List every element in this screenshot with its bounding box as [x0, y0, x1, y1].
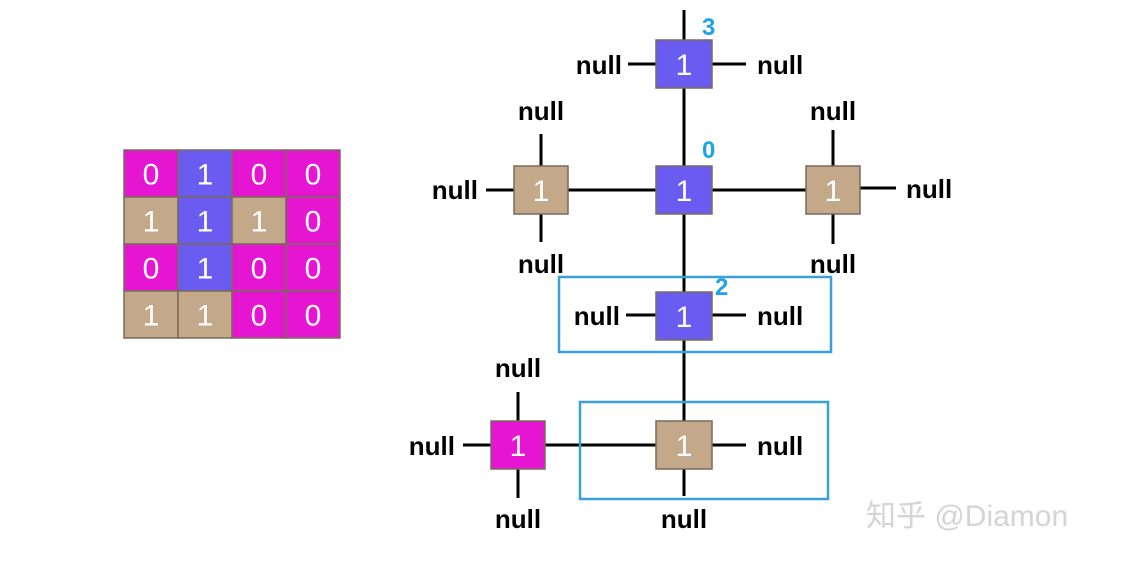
node-middle: 1 [655, 291, 713, 341]
null-label: null [757, 301, 803, 331]
graph-edges [463, 10, 896, 498]
index-label-center: 0 [702, 137, 715, 164]
grid-cell-value: 1 [251, 206, 268, 239]
grid-cell-value: 0 [143, 253, 160, 286]
grid-cell [285, 243, 341, 292]
null-label: null [495, 353, 541, 383]
grid-cell [123, 290, 179, 339]
node-bottom: 1 [655, 420, 713, 470]
grid-cell-value: 0 [251, 159, 268, 192]
null-label: null [576, 50, 622, 80]
grid-cell-value: 0 [251, 300, 268, 333]
grid-cell [177, 196, 233, 245]
node-middle-value: 1 [676, 301, 693, 334]
null-label: null [810, 249, 856, 279]
index-label-top: 3 [702, 14, 715, 41]
null-label: null [518, 249, 564, 279]
null-label: null [574, 301, 620, 331]
grid-cell-value: 1 [143, 206, 160, 239]
node-left-value: 1 [533, 175, 550, 208]
grid-cell-value: 1 [197, 253, 214, 286]
grid-cell-value: 0 [143, 159, 160, 192]
null-label: null [495, 504, 541, 534]
highlight-box-middle [557, 275, 833, 354]
node-right-box [805, 165, 861, 215]
grid-matrix: 0 1 0 0 1 1 1 0 0 1 0 0 1 1 0 0 [123, 149, 341, 339]
node-left-box [513, 165, 569, 215]
grid-cell [285, 149, 341, 198]
node-bottom-box [655, 420, 713, 470]
null-label: null [432, 175, 478, 205]
highlight-box-bottom [578, 400, 830, 501]
null-label: null [906, 174, 952, 204]
grid-cell [177, 149, 233, 198]
node-middle-box [655, 291, 713, 341]
node-right: 1 [805, 165, 861, 215]
grid-cell [123, 149, 179, 198]
grid-cell-value: 1 [143, 300, 160, 333]
null-label: null [810, 96, 856, 126]
node-bottom-left: 1 [490, 420, 546, 470]
null-label: null [409, 431, 455, 461]
grid-cell-value: 1 [197, 206, 214, 239]
grid-cell [285, 290, 341, 339]
null-labels: null null null null null null null null … [409, 50, 952, 534]
index-label-middle: 2 [715, 274, 728, 301]
node-bottom-left-box [490, 420, 546, 470]
node-center: 1 [655, 165, 713, 215]
null-label: null [757, 50, 803, 80]
grid-cell-value: 0 [305, 300, 322, 333]
grid-cell-value: 0 [305, 206, 322, 239]
grid-cell-value: 0 [305, 253, 322, 286]
null-label: null [661, 504, 707, 534]
grid-cell-value: 0 [305, 159, 322, 192]
grid-cell-value: 0 [251, 253, 268, 286]
node-top: 1 [655, 39, 713, 89]
grid-cell [285, 196, 341, 245]
node-center-box [655, 165, 713, 215]
grid-cell [177, 243, 233, 292]
node-top-box [655, 39, 713, 89]
node-center-value: 1 [676, 175, 693, 208]
node-bottom-left-value: 1 [510, 430, 527, 463]
node-right-value: 1 [825, 175, 842, 208]
null-label: null [518, 96, 564, 126]
grid-cell [177, 290, 233, 339]
grid-cell-value: 1 [197, 159, 214, 192]
node-left: 1 [513, 165, 569, 215]
watermark: 知乎 @Diamon [866, 500, 1068, 533]
grid-cell-value: 1 [197, 300, 214, 333]
node-top-value: 1 [676, 49, 693, 82]
node-bottom-value: 1 [676, 430, 693, 463]
null-label: null [757, 431, 803, 461]
